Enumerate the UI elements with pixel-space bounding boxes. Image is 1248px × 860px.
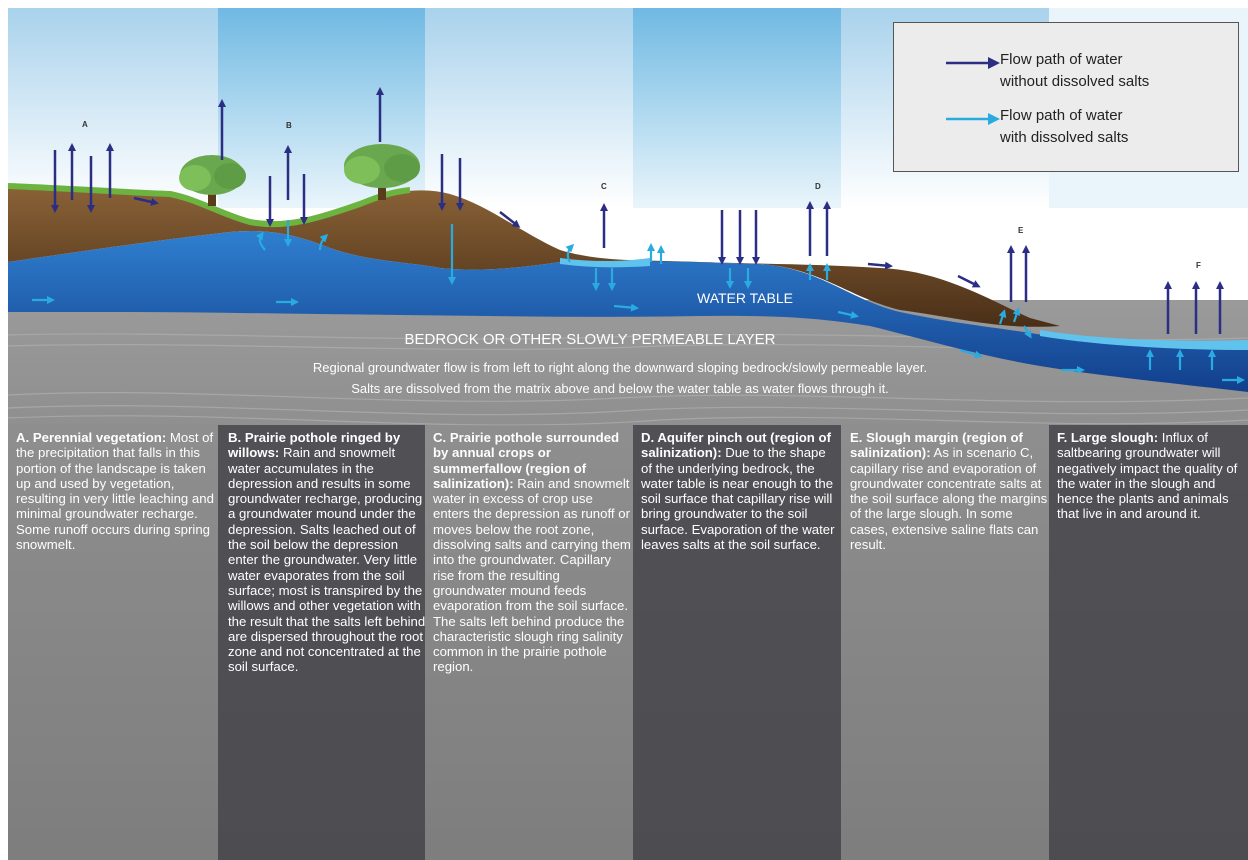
zone-letter-c: C <box>601 182 607 191</box>
zone-letter-e: E <box>1018 226 1024 235</box>
description-e-body: As in scenario C, capillary rise and eva… <box>850 445 1048 553</box>
zone-letter-f: F <box>1196 261 1201 270</box>
description-a-heading: A. Perennial vegetation: <box>16 430 167 445</box>
description-b-body: Rain and snowmelt water accumulates in t… <box>228 445 426 675</box>
arrow-light-icon <box>946 113 1000 125</box>
grass <box>7 183 411 228</box>
zone-letter-d: D <box>815 182 821 191</box>
description-c-heading: C. Prairie pothole surrounded by annual … <box>433 430 620 491</box>
description-d-body: Due to the shape of the underlying bedro… <box>641 445 835 553</box>
description-f-body: Influx of saltbearing groundwater will n… <box>1057 430 1238 522</box>
water-table-label: WATER TABLE <box>697 290 793 306</box>
legend: Flow path of water without dissolved sal… <box>893 22 1239 172</box>
tree-left <box>179 155 246 206</box>
description-f: F. Large slough: Influx of saltbearing g… <box>1057 430 1243 522</box>
salts-dissolved-text: Salts are dissolved from the matrix abov… <box>351 381 889 396</box>
description-d-heading: D. Aquifer pinch out (region of saliniza… <box>641 430 831 461</box>
description-b: B. Prairie pothole ringed by willows: Ra… <box>228 430 426 675</box>
description-d: D. Aquifer pinch out (region of saliniza… <box>641 430 839 552</box>
description-c-body: Rain and snowmelt water in excess of cro… <box>433 475 631 675</box>
groundwater <box>8 230 1248 392</box>
pond-c <box>560 258 650 268</box>
flow-arrows-dark <box>51 87 1224 334</box>
description-b-heading: B. Prairie pothole ringed by willows: <box>228 430 401 461</box>
legend-item-dark: Flow path of water without dissolved sal… <box>894 49 1238 99</box>
zone-letter-b: B <box>286 121 292 130</box>
legend-item-light: Flow path of water with dissolved salts <box>894 105 1238 155</box>
soil <box>8 186 1060 327</box>
description-a: A. Perennial vegetation: Most of the pre… <box>16 430 214 552</box>
arrow-dark-icon <box>946 57 1000 69</box>
bedrock-label: BEDROCK OR OTHER SLOWLY PERMEABLE LAYER <box>404 331 776 348</box>
description-c: C. Prairie pothole surrounded by annual … <box>433 430 631 675</box>
text-panels <box>8 425 1248 860</box>
description-e: E. Slough margin (region of salinization… <box>850 430 1048 552</box>
slough-f <box>1040 330 1248 350</box>
legend-label-dark: Flow path of water without dissolved sal… <box>1000 51 1150 90</box>
tree-right <box>344 144 420 200</box>
description-a-body: Most of the precipitation that falls in … <box>16 430 214 553</box>
legend-label-light: Flow path of water with dissolved salts <box>1000 107 1129 146</box>
zone-letter-a: A <box>82 120 88 129</box>
regional-flow-text: Regional groundwater flow is from left t… <box>312 360 928 375</box>
description-f-heading: F. Large slough: <box>1057 430 1159 445</box>
description-e-heading: E. Slough margin (region of salinization… <box>850 430 1023 461</box>
flow-arrows-light <box>32 220 1245 384</box>
